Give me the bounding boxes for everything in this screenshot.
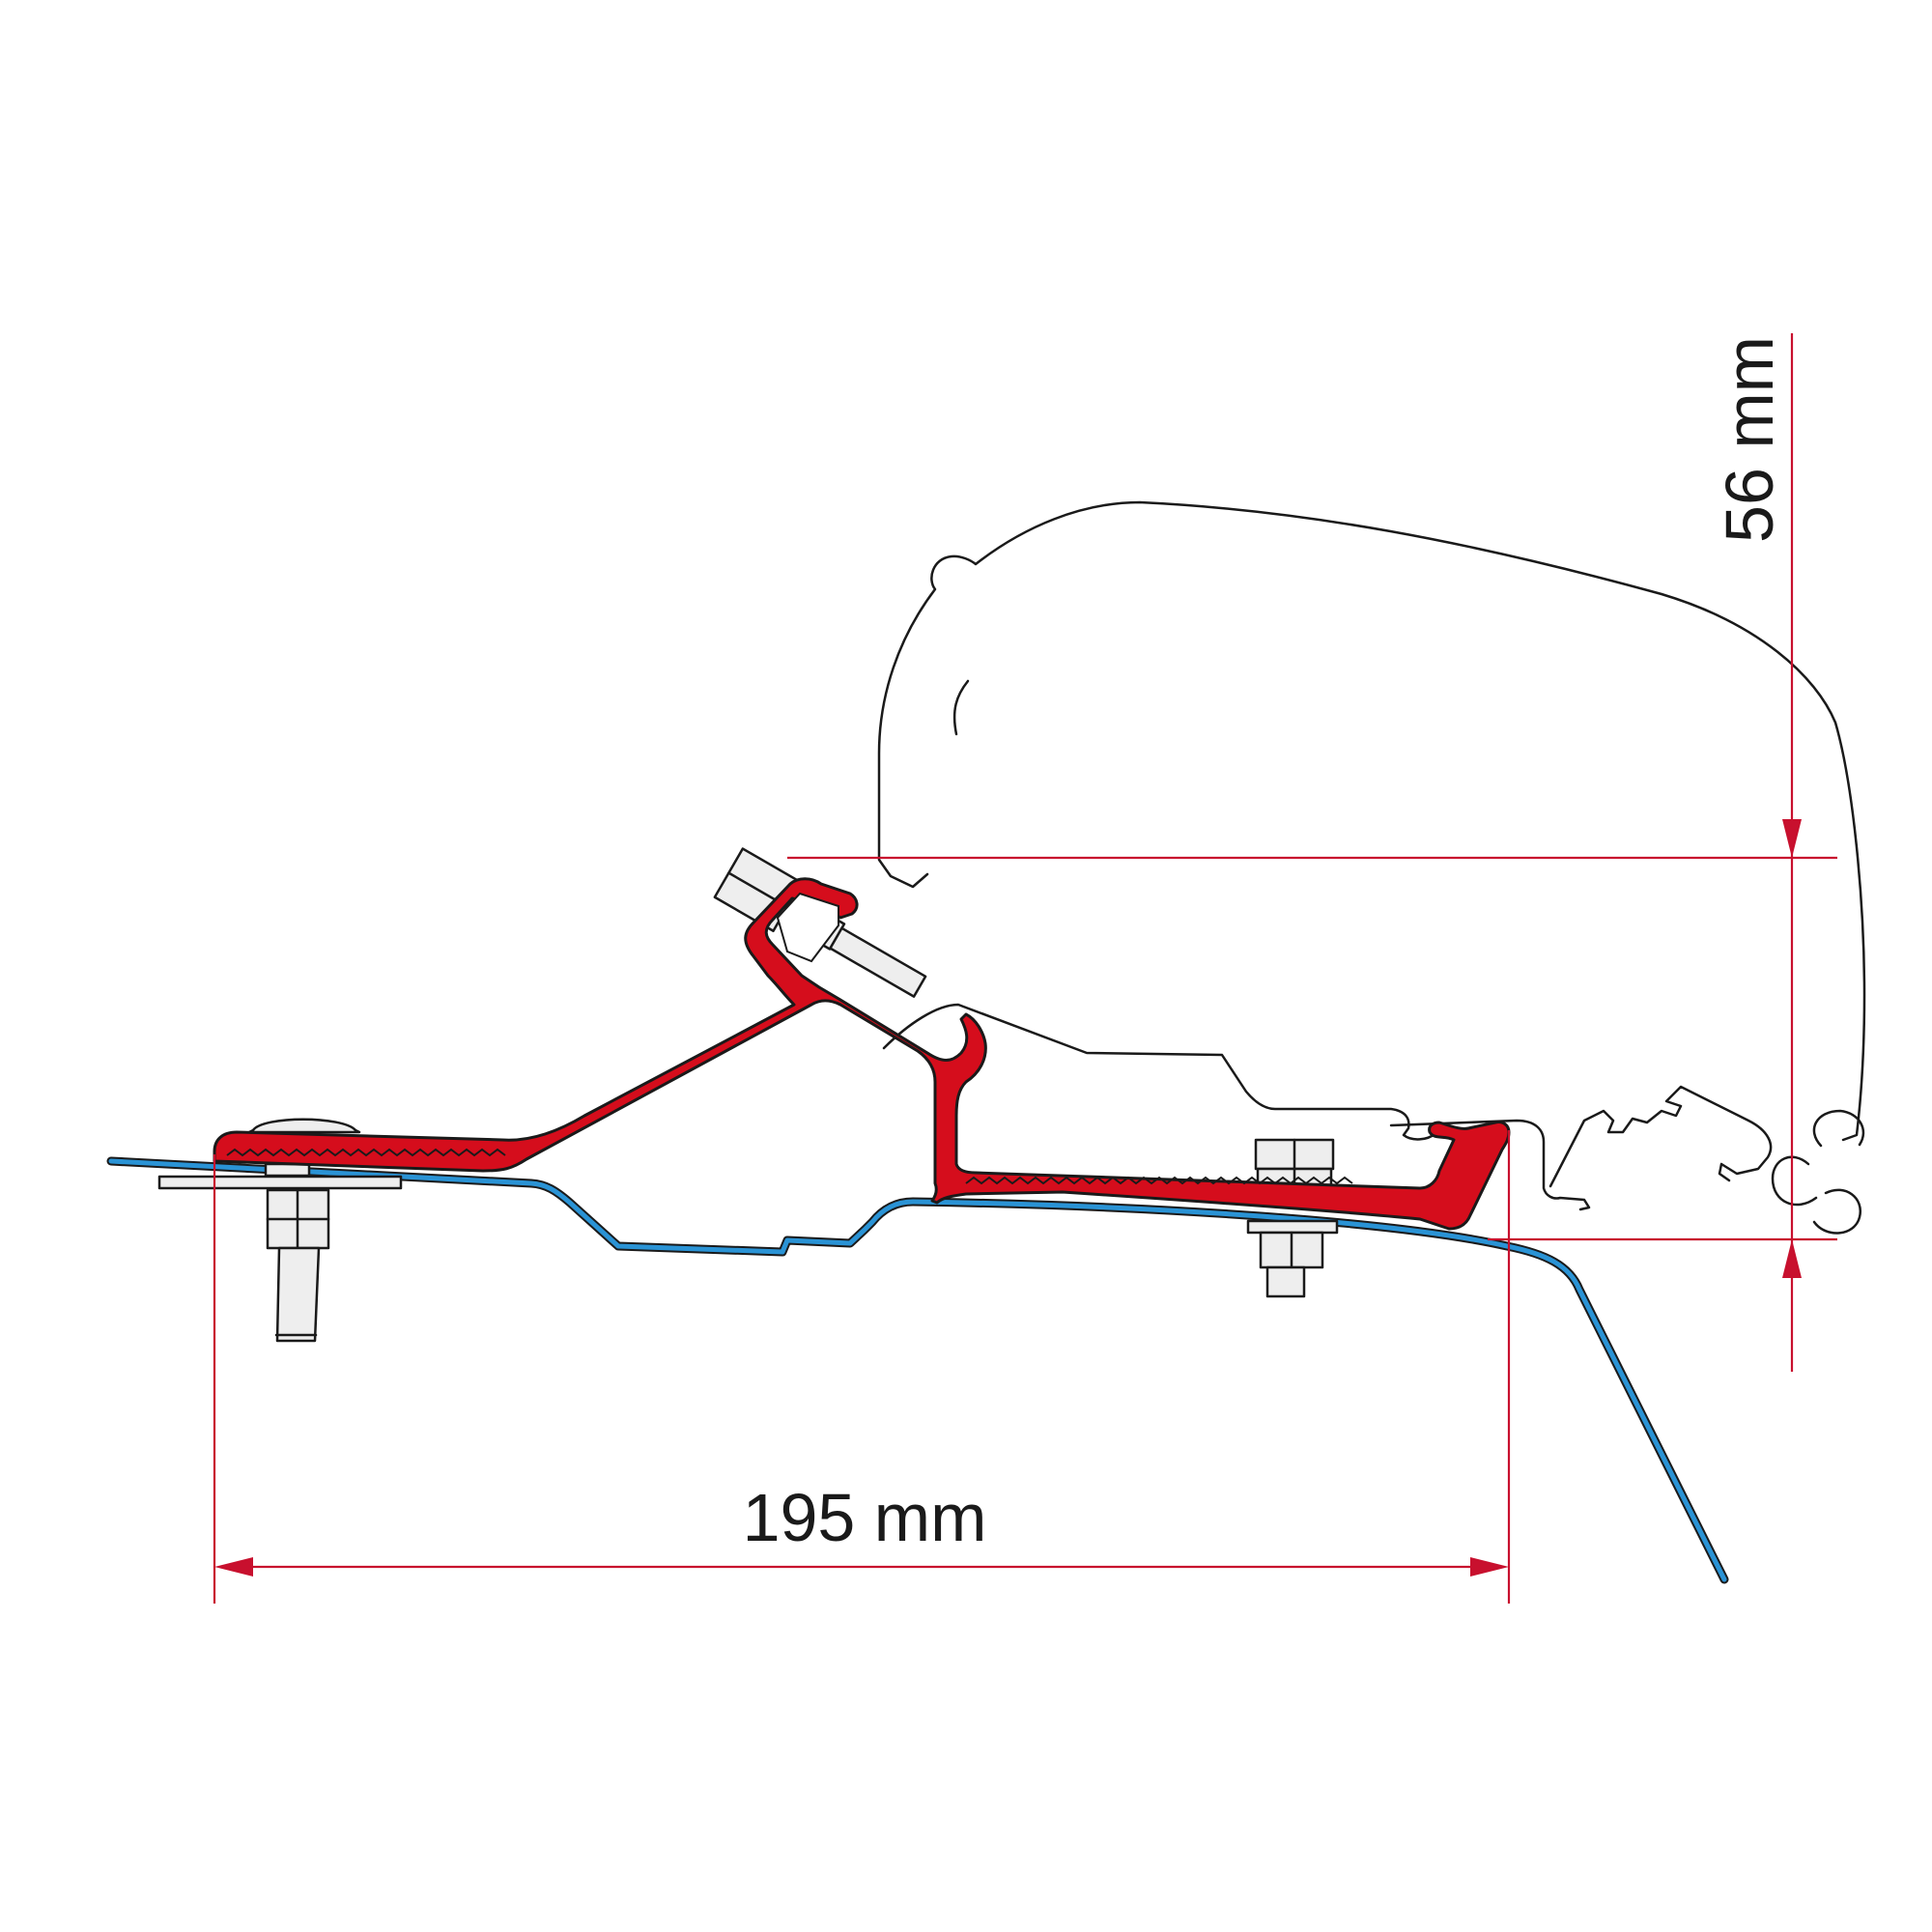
height-dimension-label: 56 mm [1712, 336, 1787, 543]
vehicle-roof-profile [106, 1156, 1729, 1584]
width-dimension-label: 195 mm [743, 1480, 987, 1555]
adapter-bracket [213, 877, 1511, 1231]
awning-housing [877, 500, 1866, 1235]
dimension-lines [213, 333, 1837, 1604]
left-fixing-bolt [157, 1118, 403, 1343]
